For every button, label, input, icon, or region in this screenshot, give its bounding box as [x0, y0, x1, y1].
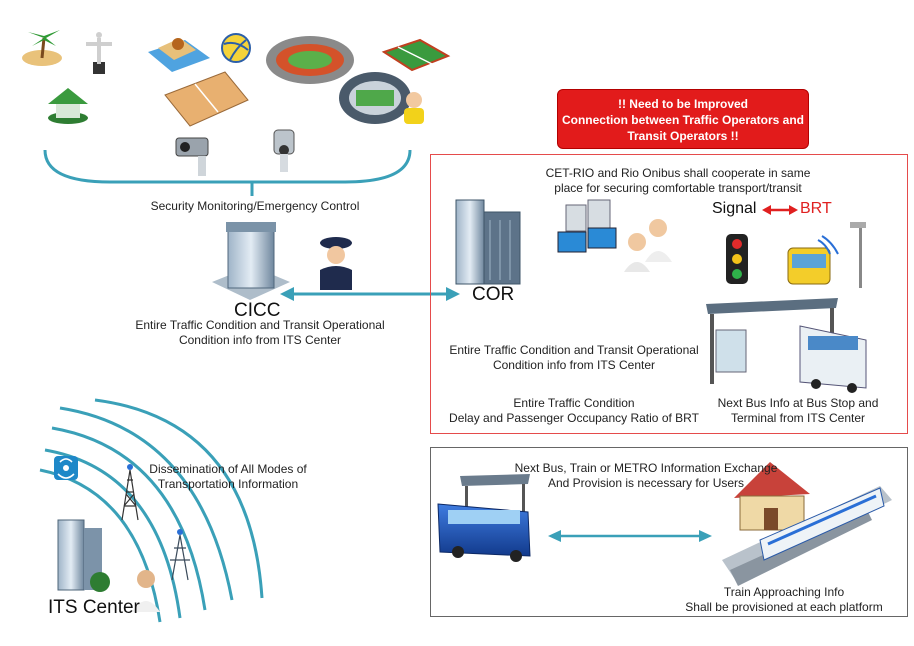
next-bus-line-2: Terminal from ITS Center [730, 411, 866, 425]
cicc-info-line-2: Condition info from ITS Center [178, 333, 342, 347]
cicc-info: Entire Traffic Condition and Transit Ope… [112, 318, 408, 348]
stadium-icon [266, 36, 354, 84]
exchange-line-1: Next Bus, Train or METRO Information Exc… [514, 461, 778, 475]
bus-stop-bus-icon [799, 325, 867, 393]
security-camera-icon [175, 137, 209, 176]
bus-train-arrow-icon [548, 530, 712, 542]
train-info: Train Approaching Info Shall be provisio… [664, 585, 904, 615]
radio-tower-icon [121, 464, 139, 521]
traffic-light-icon [726, 234, 748, 284]
palm-island-icon [22, 30, 62, 66]
wifi-icon [54, 456, 78, 480]
kiosk-icon [48, 88, 88, 124]
delay-info: Entire Traffic Condition Delay and Passe… [432, 396, 716, 426]
volleyball-icon [221, 33, 251, 63]
cicc-info-line-1: Entire Traffic Condition and Transit Ope… [135, 318, 385, 332]
signal-brt-arrow-icon [762, 205, 798, 215]
tennis-court-icon [381, 38, 451, 72]
officer-icon [320, 237, 352, 290]
operator-icon [624, 219, 672, 272]
delay-line-2: Delay and Passenger Occupancy Ratio of B… [449, 411, 699, 425]
security-link-line [43, 149, 412, 184]
arena-icon [339, 72, 411, 124]
cor-info-line-2: Condition info from ITS Center [492, 358, 656, 372]
train-info-line-1: Train Approaching Info [723, 585, 845, 599]
dissemination-line-2: Transportation Information [157, 477, 299, 491]
cor-building-icon [455, 199, 521, 285]
brt-bus-icon [787, 235, 839, 285]
cor-label: COR [472, 284, 515, 305]
cooperate-text: CET-RIO and Rio Onibus shall cooperate i… [528, 166, 828, 196]
next-bus-info: Next Bus Info at Bus Stop and Terminal f… [700, 396, 896, 426]
next-bus-line-1: Next Bus Info at Bus Stop and [717, 396, 879, 410]
train-icon [759, 487, 885, 561]
dissemination-text: Dissemination of All Modes of Transporta… [130, 462, 326, 492]
alert-banner: !! Need to be Improved Connection betwee… [557, 89, 809, 149]
christ-statue-icon [86, 32, 112, 74]
cor-panel [430, 154, 908, 434]
transmission-tower-icon [170, 529, 190, 581]
cor-info: Entire Traffic Condition and Transit Ope… [432, 343, 716, 373]
alert-line-1: !! Need to be Improved [617, 97, 748, 111]
bus-shelter-icon [460, 474, 530, 520]
dissemination-line-1: Dissemination of All Modes of [149, 462, 307, 476]
security-label: Security Monitoring/Emergency Control [150, 199, 360, 213]
its-center-label: ITS Center [48, 597, 140, 618]
dome-camera-icon [273, 129, 295, 172]
delay-line-1: Entire Traffic Condition [513, 396, 635, 410]
train-info-line-2: Shall be provisioned at each platform [685, 600, 883, 614]
basketball-court-icon [164, 71, 249, 127]
cooperate-line-2: place for securing comfortable transport… [554, 181, 802, 195]
cicc-label: CICC [234, 300, 281, 321]
cicc-building-icon [212, 222, 290, 300]
exchange-text: Next Bus, Train or METRO Information Exc… [506, 461, 786, 491]
its-building-icon [57, 519, 110, 592]
brt-label: BRT [800, 200, 832, 217]
alert-line-3: Transit Operators !! [627, 129, 739, 143]
cor-info-line-1: Entire Traffic Condition and Transit Ope… [449, 343, 699, 357]
cicc-cor-arrow-icon [280, 287, 460, 301]
computer-icon [557, 199, 617, 253]
signal-label: Signal [712, 200, 757, 217]
alert-line-2: Connection between Traffic Operators and [561, 113, 805, 127]
blue-bus-icon [437, 503, 531, 562]
cooperate-line-1: CET-RIO and Rio Onibus shall cooperate i… [545, 166, 811, 180]
person-yellow-icon [404, 92, 424, 124]
its-operator-icon [132, 570, 160, 612]
beach-icon [148, 38, 210, 72]
street-pole-icon [850, 222, 866, 288]
exchange-line-2: And Provision is necessary for Users [547, 476, 745, 490]
exchange-panel [430, 447, 908, 617]
